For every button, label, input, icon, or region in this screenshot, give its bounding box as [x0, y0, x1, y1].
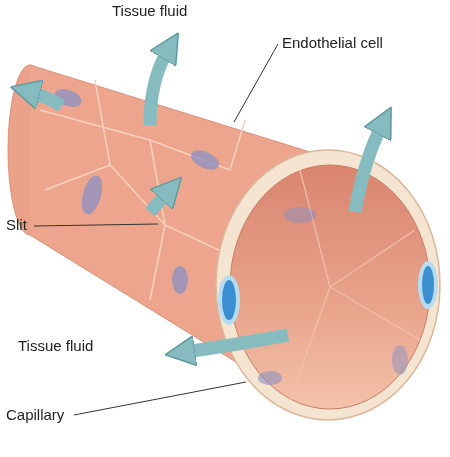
part-label: Endothelial cell — [282, 34, 383, 52]
fluid-arrow — [30, 50, 382, 352]
cell-borders — [40, 80, 245, 300]
part-label: Tissue fluid — [112, 2, 187, 20]
leader-line — [34, 44, 278, 415]
part-label: Slit — [6, 216, 27, 234]
capillary-opening — [216, 150, 440, 420]
nucleus — [52, 86, 222, 294]
part-label: Capillary — [6, 406, 64, 424]
part-label: Tissue fluid — [18, 337, 93, 355]
